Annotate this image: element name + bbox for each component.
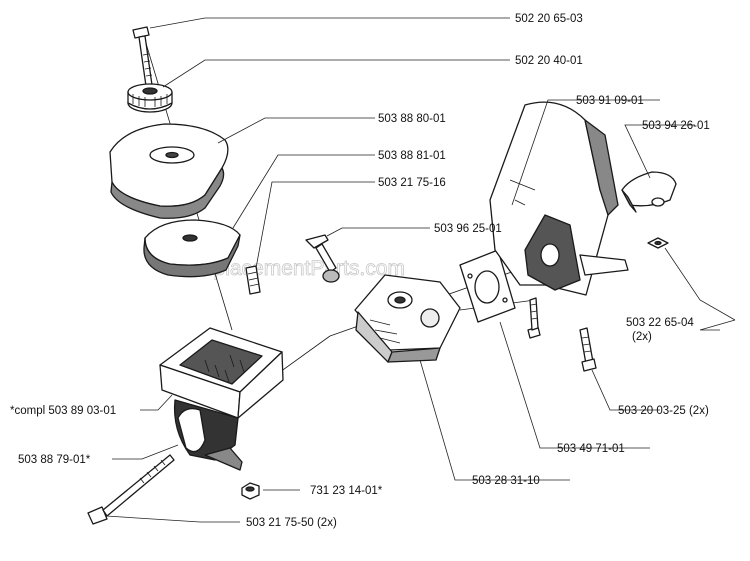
knob-part	[127, 83, 173, 113]
label-p3: 503 88 80-01	[378, 113, 446, 125]
label-p13: *compl 503 89 03-01	[10, 405, 116, 417]
filter-housing-part	[159, 327, 284, 471]
label-p8: 503 94 26-01	[642, 120, 710, 132]
carburetor-part	[354, 274, 461, 363]
label-p5: 503 21 75-16	[378, 177, 446, 189]
label-p11: 503 49 71-01	[557, 443, 625, 455]
washer-part	[647, 237, 669, 249]
label-p15: 731 23 14-01*	[310, 485, 383, 497]
label-p4: 503 88 81-01	[378, 150, 446, 162]
label-p7: 503 91 09-01	[576, 95, 644, 107]
label-p9: 503 22 65-04	[626, 317, 694, 329]
clip-part	[621, 171, 677, 213]
bracket-bolt-part-left	[527, 297, 541, 339]
bracket-bolt-part-right	[579, 327, 597, 372]
part-labels: 502 20 65-03 502 20 40-01 503 88 80-01 5…	[10, 13, 710, 529]
watermark: eReplacementParts.com	[175, 257, 405, 280]
filter-cover-part	[109, 123, 229, 219]
filter-element-part	[143, 219, 241, 278]
label-p14: 503 88 79-01*	[18, 454, 91, 466]
label-p9-qty: (2x)	[632, 331, 652, 343]
label-p2: 502 20 40-01	[515, 55, 583, 67]
small-screw-part	[245, 265, 261, 295]
gasket-part	[459, 249, 516, 323]
label-p1: 502 20 65-03	[515, 13, 583, 25]
label-p6: 503 96 25-01	[434, 223, 502, 235]
choke-lever-part	[305, 234, 340, 283]
intake-bracket-part	[489, 101, 629, 296]
label-p16: 503 21 75-50 (2x)	[246, 517, 337, 529]
top-screw-part	[132, 26, 153, 87]
label-p12: 503 28 31-10	[472, 475, 540, 487]
long-bolt-part	[87, 454, 175, 525]
leader-lines	[105, 17, 736, 523]
label-p10: 503 20 03-25 (2x)	[618, 405, 709, 417]
nut-part	[241, 482, 260, 500]
